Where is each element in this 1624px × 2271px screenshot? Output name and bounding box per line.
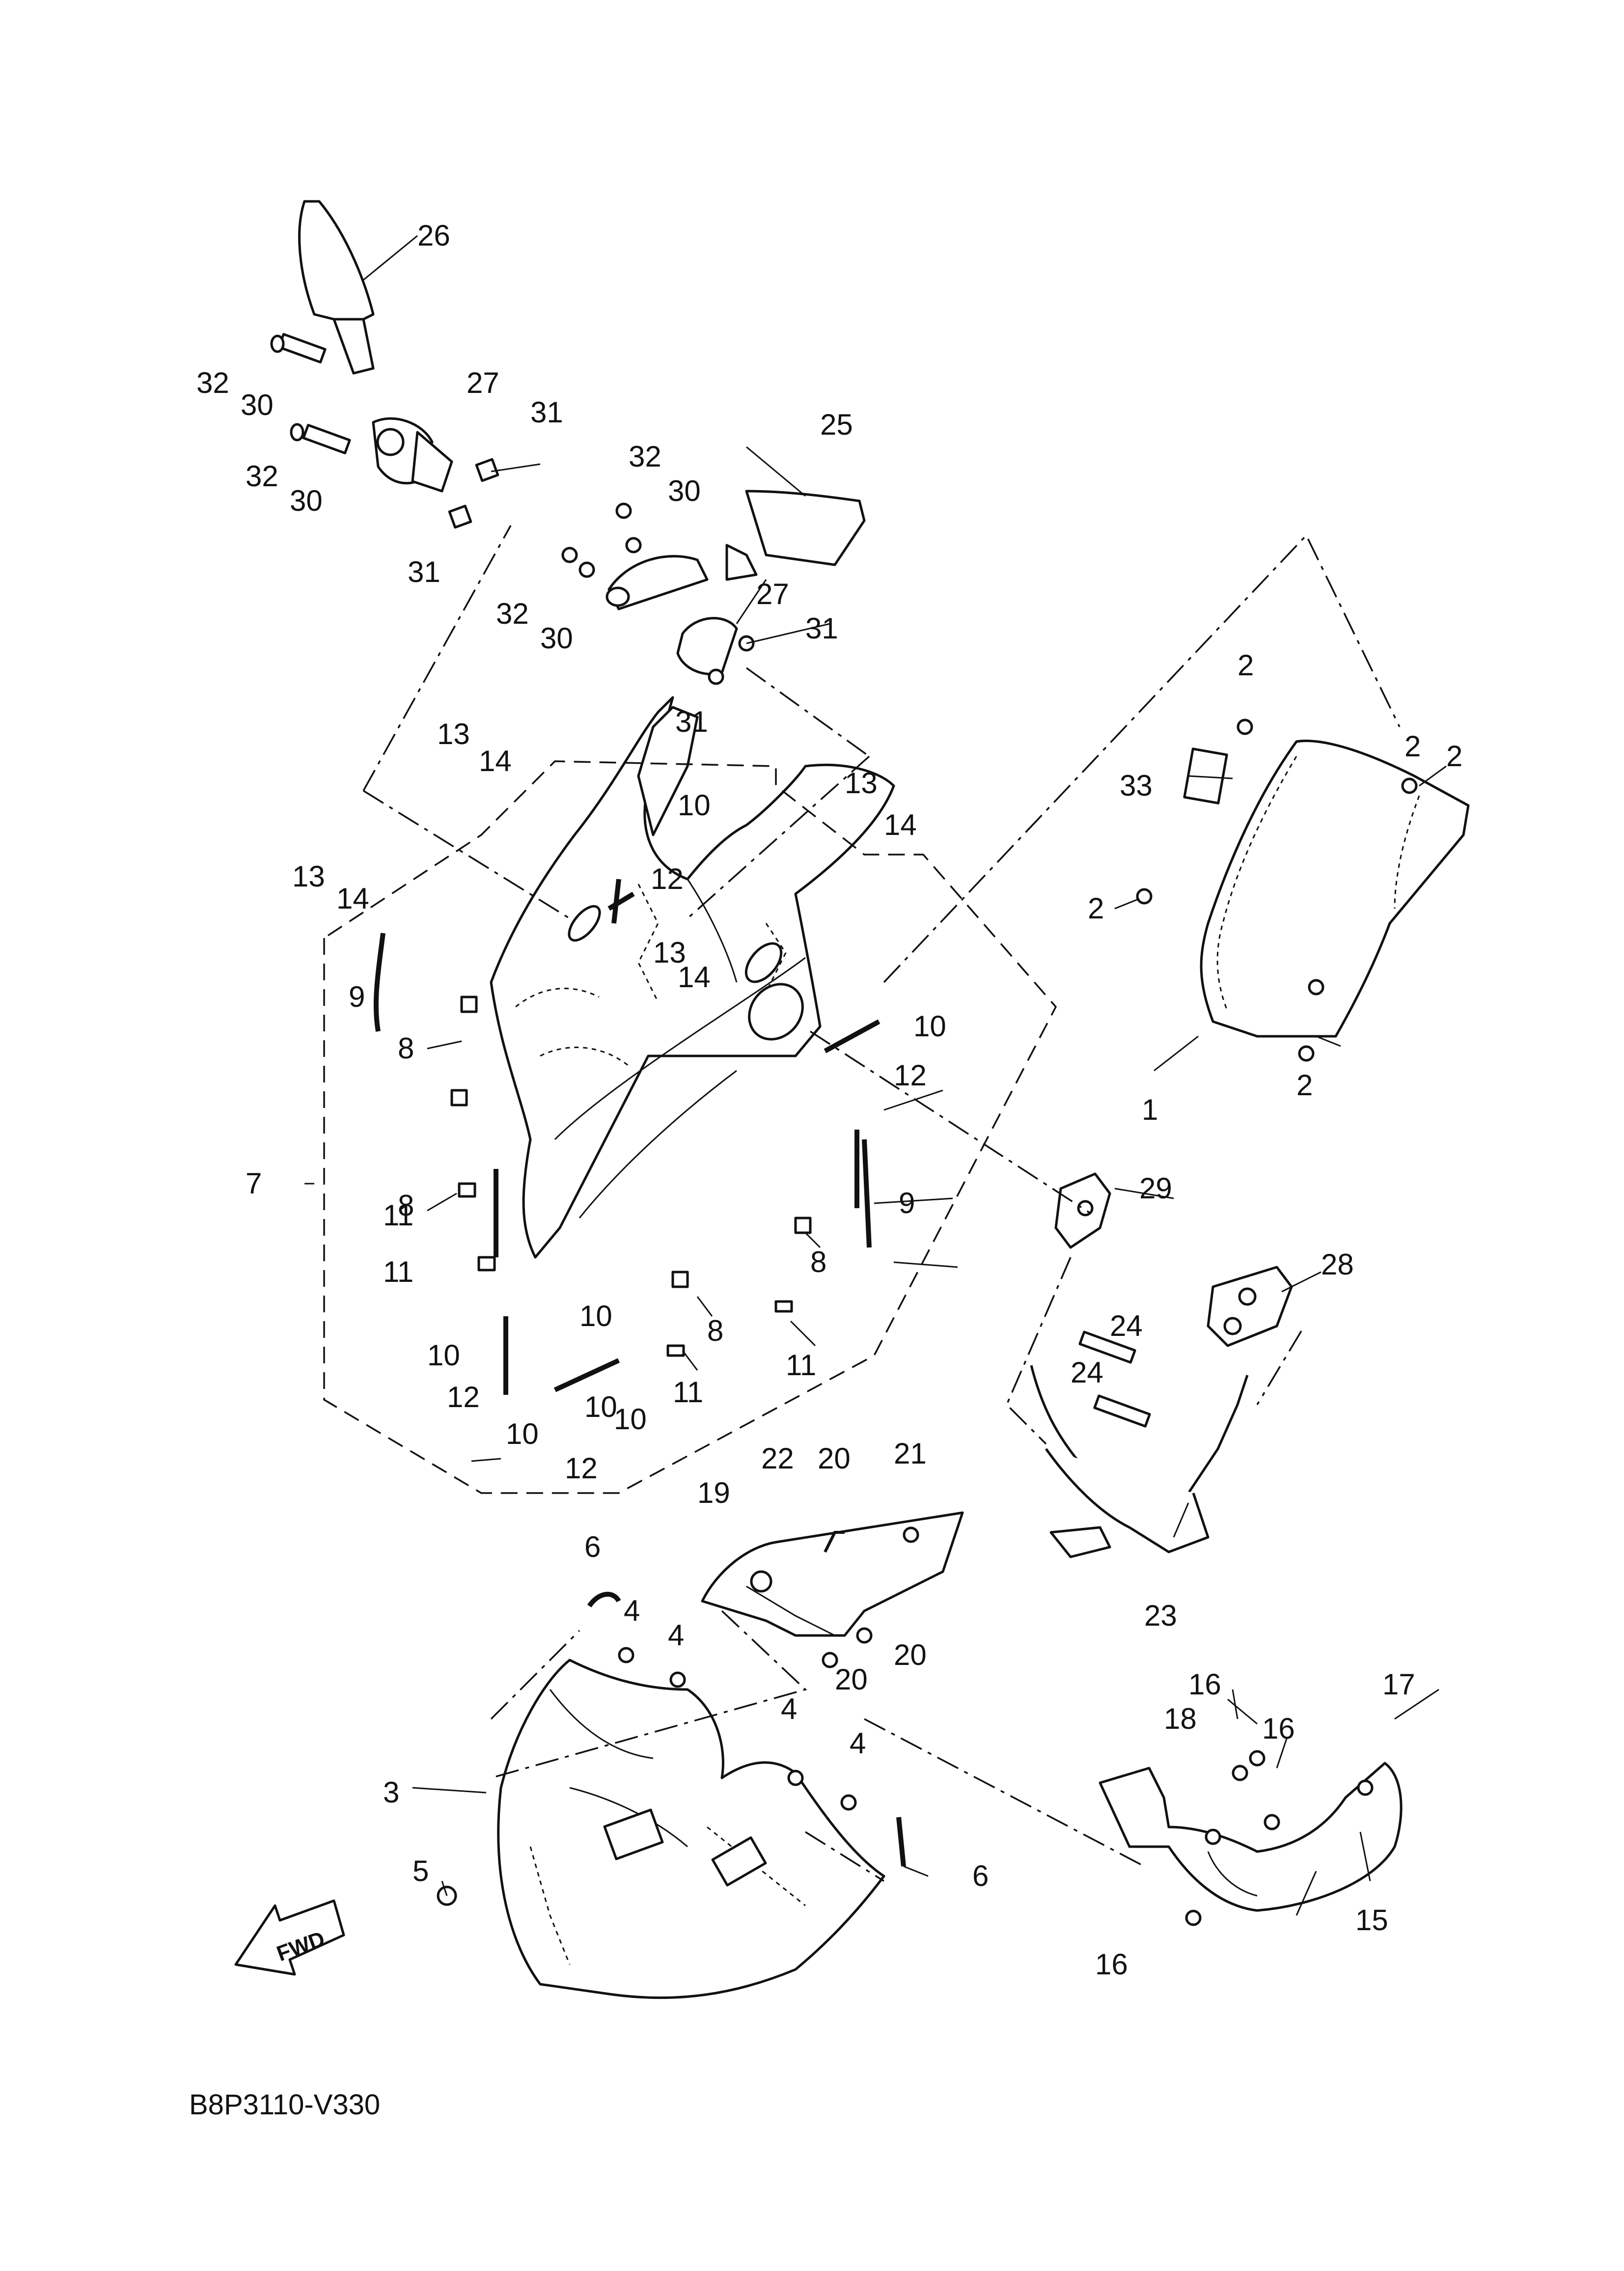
callout-label: 2 [1238, 649, 1254, 682]
callout-label: 31 [408, 555, 440, 588]
callout-label: 33 [1120, 769, 1153, 802]
callout-label: 8 [398, 1189, 414, 1222]
callout-label: 13 [653, 936, 686, 969]
callout-label: 31 [805, 612, 838, 645]
under-cover [1099, 1750, 1403, 1926]
callout-label: 17 [1382, 1668, 1415, 1701]
callout-label: 14 [884, 808, 917, 841]
callout-label: 28 [1321, 1248, 1354, 1281]
callout-label: 10 [678, 789, 711, 822]
callout-label: 14 [479, 745, 512, 777]
callout-label: 30 [241, 388, 274, 421]
callout-label: 30 [290, 484, 323, 517]
callout-label: 1 [1142, 1093, 1158, 1126]
callout-label: 32 [496, 597, 529, 630]
callout-label: 32 [629, 440, 661, 473]
callout-label: 16 [1188, 1668, 1221, 1701]
air-duct [701, 1511, 964, 1668]
forward-direction-arrow: FWD [234, 1899, 345, 1976]
callout-label: 10 [579, 1300, 612, 1332]
callout-label: 12 [651, 862, 684, 895]
callout-label: 8 [398, 1032, 414, 1065]
callout-label: 4 [781, 1692, 797, 1725]
callout-label: 16 [1095, 1948, 1128, 1981]
callout-label: 6 [584, 1530, 601, 1563]
callout-label: 9 [349, 980, 365, 1013]
callout-label: 11 [383, 1255, 413, 1288]
callout-label: 26 [417, 219, 450, 252]
callout-label: 20 [835, 1663, 868, 1696]
cowling-stay [1030, 1172, 1293, 1558]
callout-label: 24 [1071, 1356, 1103, 1389]
callout-label: 24 [1110, 1309, 1143, 1342]
callout-label: 27 [756, 578, 789, 610]
callout-label: 22 [761, 1442, 794, 1475]
callout-leaders [304, 235, 1447, 1916]
callout-label: 27 [467, 366, 499, 399]
callout-label: 30 [668, 474, 701, 507]
callout-label: 11 [383, 1199, 413, 1232]
left-mirror [270, 200, 499, 529]
callout-label: 12 [894, 1059, 927, 1092]
callout-label: 6 [972, 1859, 989, 1892]
callout-label: 23 [1144, 1599, 1177, 1632]
assembly-outlines [323, 525, 1401, 1882]
callout-label: 8 [707, 1314, 723, 1347]
callout-label: 25 [820, 408, 853, 441]
callout-label: 5 [413, 1855, 429, 1887]
right-mirror [561, 490, 866, 685]
callout-label: 16 [1262, 1712, 1295, 1745]
callout-label: 13 [437, 718, 470, 750]
callout-label: 10 [584, 1390, 617, 1423]
diagram-code: B8P3110-V330 [189, 2089, 380, 2121]
callout-label: 19 [697, 1476, 730, 1509]
upper-cowling [373, 696, 895, 1395]
callout-label: 11 [786, 1349, 816, 1382]
callout-label: 32 [246, 460, 278, 493]
callout-label: 31 [530, 396, 563, 429]
callout-label: 9 [899, 1187, 915, 1219]
callout-label: 3 [383, 1776, 399, 1809]
callout-label: 11 [673, 1376, 703, 1409]
callout-label: 15 [1355, 1904, 1388, 1937]
callout-label: 31 [675, 705, 708, 738]
callout-label: 29 [1139, 1172, 1172, 1205]
windscreen [1136, 719, 1470, 1062]
callout-label: 10 [427, 1339, 460, 1372]
callout-label: 10 [506, 1417, 539, 1450]
callout-label: 10 [913, 1010, 946, 1043]
callout-label: 2 [1446, 740, 1462, 773]
callout-labels: 1 2 2 2 2 2 3 4 4 4 4 5 6 6 7 8 8 8 8 9 … [196, 219, 1462, 1981]
callout-label: 4 [668, 1619, 684, 1652]
callout-label: 14 [678, 961, 711, 994]
callout-label: 18 [1164, 1702, 1197, 1735]
callout-label: 13 [292, 860, 325, 893]
callout-label: 13 [845, 767, 878, 800]
callout-label: 32 [196, 366, 229, 399]
callout-label: 2 [1088, 892, 1104, 925]
lower-cowling [437, 1592, 906, 1999]
callout-label: 12 [565, 1452, 598, 1485]
callout-label: 20 [818, 1442, 851, 1475]
callout-label: 7 [246, 1167, 262, 1200]
callout-label: 2 [1404, 730, 1421, 763]
callout-label: 2 [1296, 1069, 1313, 1102]
callout-label: 4 [624, 1594, 640, 1627]
callout-label: 10 [614, 1403, 647, 1436]
callout-label: 30 [540, 622, 573, 655]
callout-label: 8 [810, 1246, 826, 1278]
callout-label: 21 [894, 1437, 927, 1470]
callout-label: 12 [447, 1381, 480, 1413]
callout-label: 14 [336, 882, 369, 915]
callout-label: 4 [850, 1727, 866, 1760]
callout-label: 20 [894, 1638, 927, 1671]
